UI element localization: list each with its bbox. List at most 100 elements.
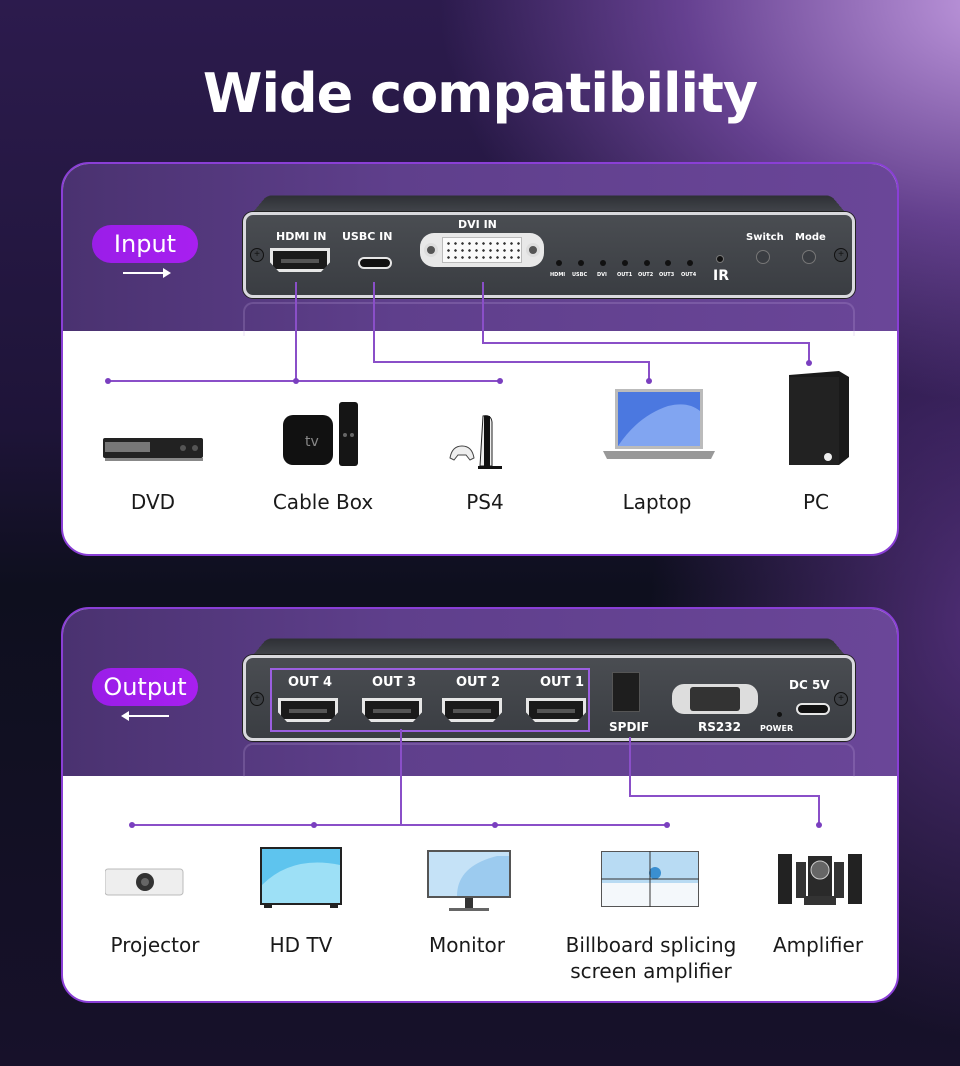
led-label: HDMI: [550, 272, 566, 278]
connector-line: [400, 729, 402, 826]
tv-icon: [260, 847, 342, 908]
connector-line: [131, 824, 667, 826]
input-device-panel: + + HDMI IN USBC IN DVI IN HDMI USBC DVI…: [243, 212, 855, 298]
connector-dot: [497, 378, 503, 384]
connector-line: [482, 282, 484, 344]
connector-dot: [492, 822, 498, 828]
port-label-usbc: USBC IN: [342, 230, 393, 243]
connector-line: [629, 737, 631, 797]
output-device-panel: + + OUT 4 OUT 3 OUT 2 OUT 1 SPDIF RS232 …: [243, 655, 855, 741]
device-label-pc: PC: [802, 490, 830, 514]
screw-icon: +: [250, 248, 264, 262]
screw-icon: +: [250, 692, 264, 706]
input-card: Input + + HDMI IN USBC IN DVI IN HDMI US…: [61, 162, 899, 556]
connector-line: [648, 361, 650, 382]
hdmi-out3-icon: [362, 698, 422, 722]
dc-label: DC 5V: [789, 678, 830, 692]
dvi-port-icon: [420, 233, 544, 267]
pc-tower-icon: [789, 371, 849, 465]
hdmi-out4-icon: [278, 698, 338, 722]
svg-text:tv: tv: [305, 434, 319, 450]
connector-line: [808, 342, 810, 363]
led-icon: [600, 260, 606, 266]
connector-dot: [816, 822, 822, 828]
switch-button[interactable]: [756, 250, 770, 264]
arrow-right-icon: [123, 268, 171, 278]
led-label: USBC: [572, 272, 588, 278]
device-label-cable-box: Cable Box: [272, 490, 374, 514]
hdmi-out1-icon: [526, 698, 586, 722]
connector-dot: [105, 378, 111, 384]
port-label-out1: OUT 1: [540, 675, 585, 690]
device-label-hd-tv: HD TV: [269, 933, 333, 957]
device-reflection: [243, 302, 855, 336]
led-icon: [622, 260, 628, 266]
power-led-icon: [777, 712, 782, 717]
connector-line: [373, 361, 650, 363]
speaker-system-icon: [778, 854, 862, 905]
device-label-projector: Projector: [110, 933, 200, 957]
connector-dot: [129, 822, 135, 828]
mode-button[interactable]: [802, 250, 816, 264]
device-label-amplifier: Amplifier: [772, 933, 864, 957]
rs232-port-icon: [672, 684, 758, 714]
connector-dot: [664, 822, 670, 828]
game-console-icon: [449, 415, 502, 469]
rs232-label: RS232: [698, 720, 741, 734]
screw-icon: +: [834, 248, 848, 262]
cable-box-icon: tv: [283, 402, 358, 466]
connector-line: [295, 282, 297, 382]
port-label-out4: OUT 4: [288, 675, 333, 690]
output-ports-group: [270, 668, 590, 732]
port-label-out2: OUT 2: [456, 675, 501, 690]
connector-line: [482, 342, 810, 344]
arrow-left-icon: [121, 711, 169, 721]
led-icon: [644, 260, 650, 266]
led-icon: [687, 260, 693, 266]
page-title: Wide compatibility: [202, 62, 758, 125]
spdif-label: SPDIF: [609, 720, 650, 734]
port-label-dvi: DVI IN: [458, 218, 497, 231]
hdmi-out2-icon: [442, 698, 502, 722]
connector-dot: [293, 378, 299, 384]
screw-icon: +: [834, 692, 848, 706]
connector-dot: [806, 360, 812, 366]
device-label-laptop: Laptop: [622, 490, 692, 514]
connector-line: [373, 282, 375, 363]
ir-sensor-icon: [716, 255, 724, 263]
spdif-port-icon: [612, 672, 640, 712]
device-label-ps4: PS4: [466, 490, 504, 514]
connector-line: [107, 380, 499, 382]
connector-dot: [311, 822, 317, 828]
usbc-port-icon: [358, 257, 392, 269]
device-label-billboard-line2: screen amplifier: [570, 959, 732, 983]
connector-line: [818, 795, 820, 825]
port-label-out3: OUT 3: [372, 675, 417, 690]
output-pill: Output: [92, 668, 198, 706]
led-icon: [665, 260, 671, 266]
dvd-player-icon: [103, 438, 203, 461]
power-label: POWER: [760, 724, 794, 733]
monitor-icon: [427, 850, 511, 911]
output-card: Output + + OUT 4 OUT 3 OUT 2 OUT 1 SPDIF…: [61, 607, 899, 1003]
dc-port-icon: [796, 703, 830, 715]
ir-label: IR: [713, 268, 729, 284]
video-wall-icon: [601, 851, 699, 907]
led-icon: [578, 260, 584, 266]
input-pill: Input: [92, 225, 198, 263]
led-label: OUT3: [659, 272, 675, 278]
port-label-hdmi: HDMI IN: [276, 230, 327, 243]
led-label: OUT2: [638, 272, 654, 278]
laptop-icon: [603, 389, 715, 459]
device-reflection: [243, 743, 855, 777]
projector-icon: [105, 868, 184, 896]
led-label: OUT4: [681, 272, 697, 278]
connector-line: [629, 795, 820, 797]
mode-label: Mode: [795, 232, 826, 243]
led-label: DVI: [597, 272, 607, 278]
hdmi-port-icon: [270, 248, 330, 272]
led-label: OUT1: [617, 272, 633, 278]
switch-label: Switch: [746, 232, 784, 243]
device-label-monitor: Monitor: [428, 933, 506, 957]
led-icon: [556, 260, 562, 266]
